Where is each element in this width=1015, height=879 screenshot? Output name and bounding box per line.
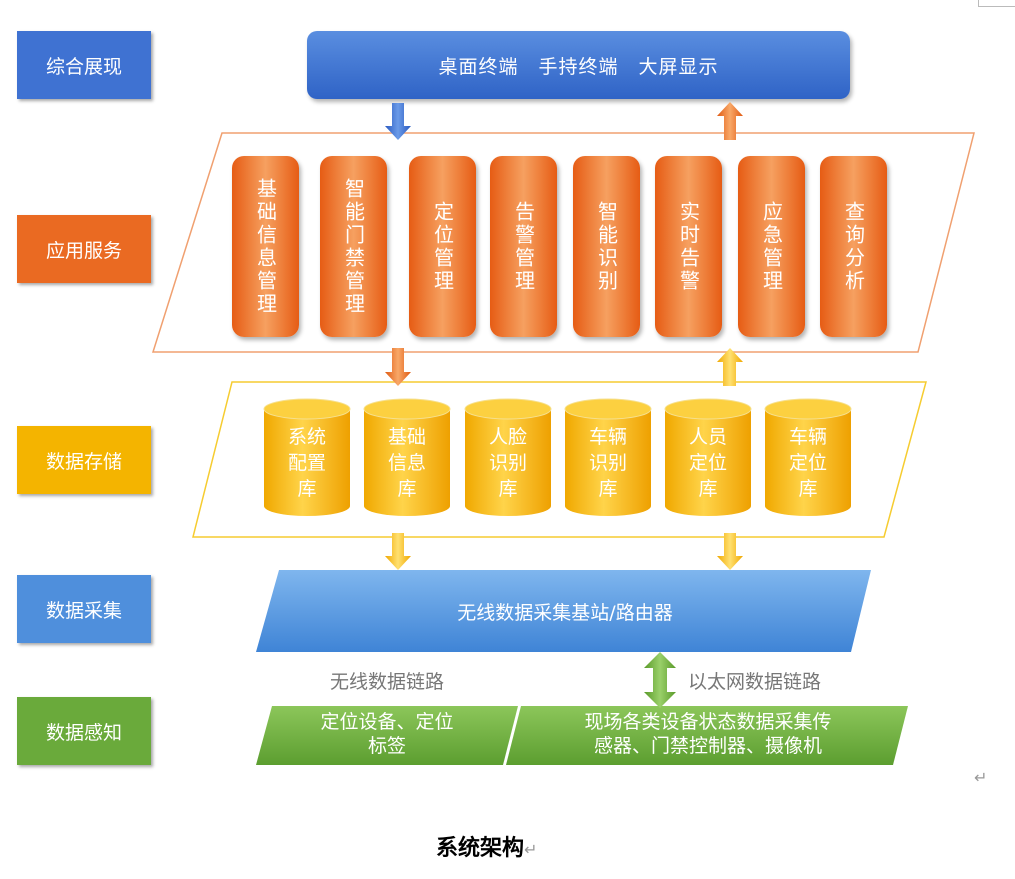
service-smart-recognition: 智能识别 xyxy=(573,156,640,337)
collection-shape xyxy=(256,570,871,652)
service-realtime-alarm: 实时告警 xyxy=(655,156,722,337)
layer-label-presentation: 综合展现 xyxy=(17,31,151,99)
terminal-desktop: 桌面终端 xyxy=(438,55,519,78)
sensing-left-label: 定位设备、定位标签 xyxy=(320,711,454,757)
arrow-down-orange xyxy=(385,348,411,386)
service-emergency: 应急管理 xyxy=(738,156,805,337)
db-vehicle-recognition: 车辆识别库 xyxy=(564,398,652,518)
db-basic-info: 基础信息库 xyxy=(363,398,451,518)
layer-label-storage: 数据存储 xyxy=(17,426,151,494)
arrow-up-orange-top xyxy=(717,102,743,140)
service-access-control: 智能门禁管理 xyxy=(320,156,387,337)
figure-caption: 系统架构↵ xyxy=(436,836,538,861)
service-positioning: 定位管理 xyxy=(409,156,476,337)
arrow-up-yellow xyxy=(717,348,743,386)
layer-label-sensing: 数据感知 xyxy=(17,697,151,765)
arrow-down-yellow-right xyxy=(717,533,743,570)
page-corner-mark xyxy=(978,0,1015,7)
layer-label-application: 应用服务 xyxy=(17,215,151,283)
paragraph-mark-icon: ↵ xyxy=(524,840,538,859)
db-face-recognition: 人脸识别库 xyxy=(464,398,552,518)
wireless-link-label: 无线数据链路 xyxy=(330,671,445,693)
db-system-config: 系统配置库 xyxy=(263,398,351,518)
sensing-right-shape xyxy=(506,706,908,765)
service-alarm-management: 告警管理 xyxy=(490,156,557,337)
terminal-big-screen: 大屏显示 xyxy=(638,55,719,78)
ethernet-link-label: 以太网数据链路 xyxy=(688,671,822,693)
db-vehicle-positioning: 车辆定位库 xyxy=(764,398,852,518)
layer-label-collection: 数据采集 xyxy=(17,575,151,643)
service-query-analysis: 查询分析 xyxy=(820,156,887,337)
terminal-handheld: 手持终端 xyxy=(538,55,619,78)
arrow-down-blue xyxy=(385,103,411,140)
db-personnel-positioning: 人员定位库 xyxy=(664,398,752,518)
arrow-double-green xyxy=(644,652,676,708)
terminals-bar: 桌面终端 手持终端 大屏显示 xyxy=(307,31,850,99)
sensing-right-label: 现场各类设备状态数据采集传感器、门禁控制器、摄像机 xyxy=(584,711,832,757)
arrow-down-yellow-left xyxy=(385,533,411,570)
sensing-left-shape xyxy=(256,706,518,765)
service-basic-info: 基础信息管理 xyxy=(232,156,299,337)
collection-label: 无线数据采集基站/路由器 xyxy=(457,602,673,624)
paragraph-mark-icon: ↵ xyxy=(974,768,988,787)
